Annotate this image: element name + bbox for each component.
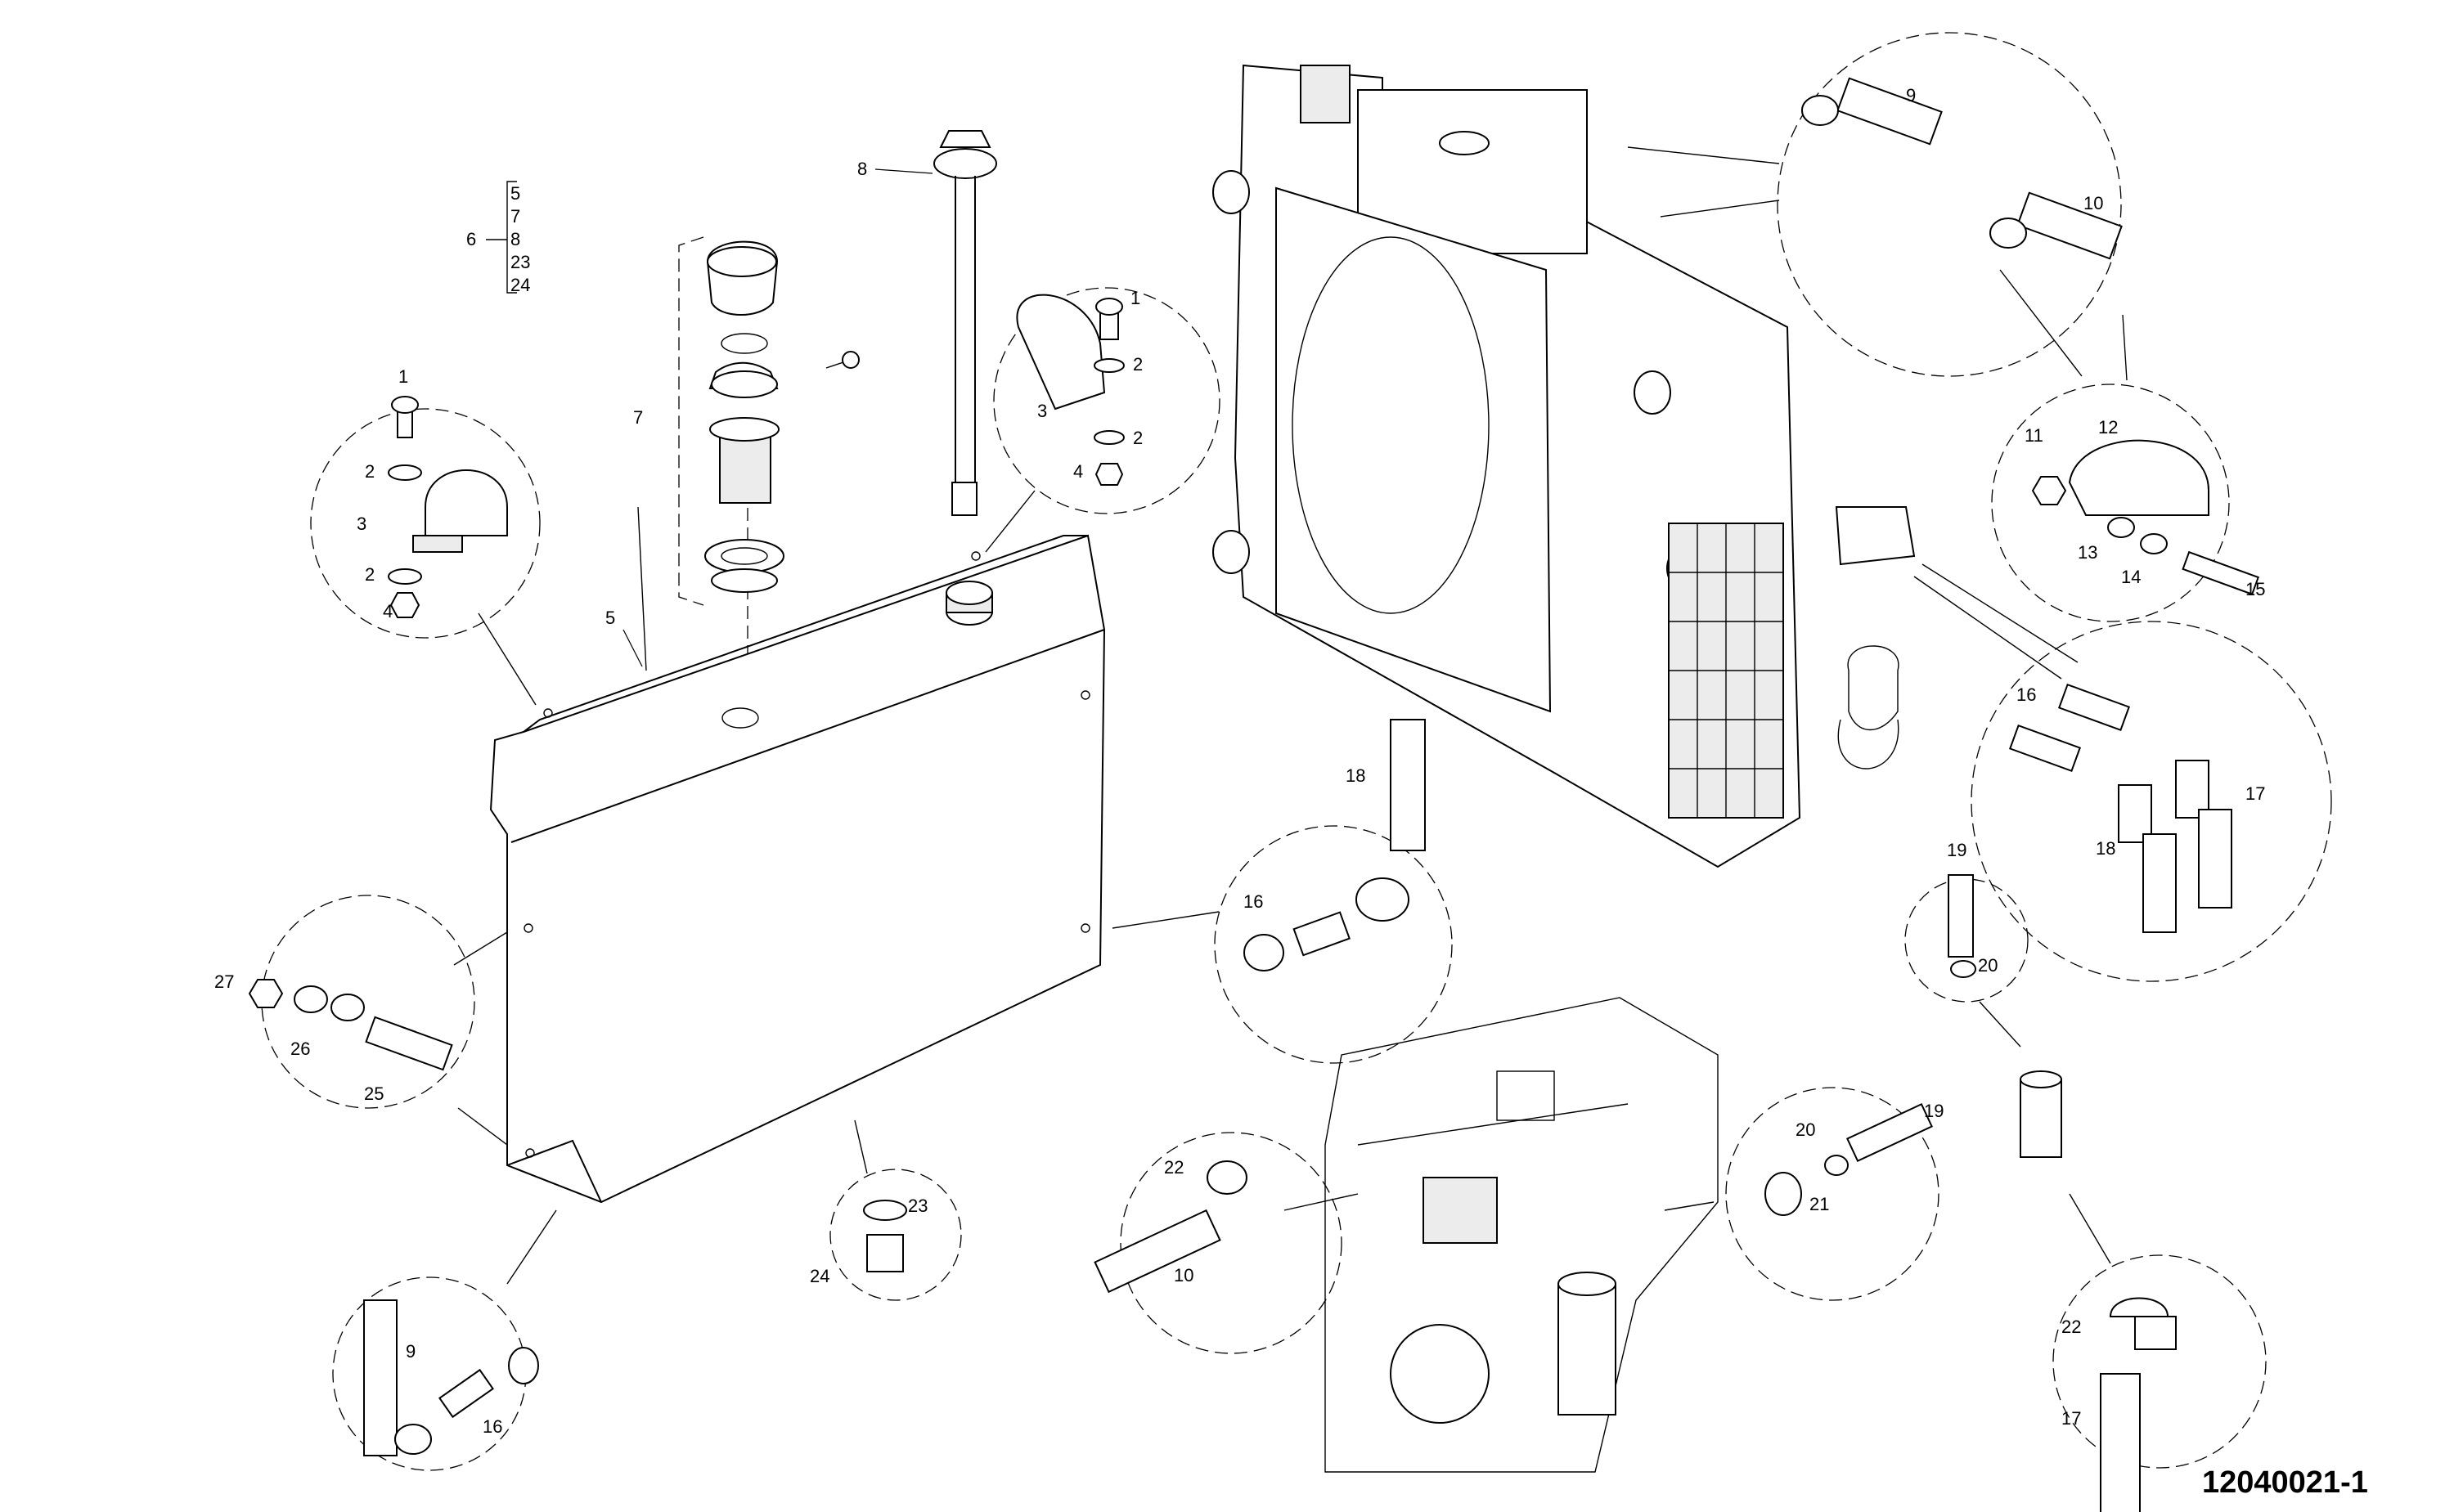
callout-19-top: 19 [1947,840,1966,860]
callout-10-top: 10 [2083,193,2103,213]
kit-member-5: 24 [510,275,530,295]
callout-4-left: 4 [383,601,393,621]
kit-member-1: 5 [510,183,520,204]
callout-10-mid: 10 [1174,1265,1193,1285]
fuel-sender-unit [933,130,997,516]
callout-21: 21 [1809,1194,1829,1214]
callout-3-left: 3 [357,514,366,534]
callout-3-clamp: 3 [1037,401,1047,421]
callout-2a-clamp: 2 [1133,354,1143,375]
callout-27: 27 [214,971,234,992]
callout-2a-left: 2 [365,461,375,482]
filler-cap-assembly [704,240,860,593]
callout-20-top: 20 [1978,955,1998,976]
connector-lines [453,146,2128,1285]
callout-19-mid: 19 [1924,1101,1944,1121]
engine-block [1324,997,1719,1473]
callout-1-left: 1 [398,366,408,387]
callout-15: 15 [2245,579,2265,599]
callout-23: 23 [908,1196,928,1216]
callout-2b-left: 2 [365,564,375,585]
left-clamp-detail [388,396,508,618]
kit-member-4: 23 [510,252,530,272]
callout-9-top: 9 [1906,85,1916,105]
fuel-tank [489,534,1106,1204]
callout-7: 7 [633,407,643,428]
fuel-filter-bowl [1835,506,1916,769]
callout-14: 14 [2121,567,2141,587]
callout-13: 13 [2078,542,2097,563]
kit-label: 6 [466,229,476,249]
callout-9-bottom: 9 [406,1341,416,1362]
hose-fittings [248,77,2259,1512]
callout-16-right: 16 [2016,684,2036,705]
callout-16-mid: 16 [1243,891,1263,912]
callout-26: 26 [290,1039,310,1059]
drawing-code: 12040021-1 [2202,1465,2368,1500]
callout-24: 24 [810,1266,829,1286]
callout-5: 5 [605,608,615,628]
callout-22-right: 22 [2061,1317,2081,1337]
callout-18-mid: 18 [1346,765,1365,786]
callout-18-right: 18 [2096,838,2115,859]
callout-17-bottom: 17 [2061,1408,2081,1429]
clamp-detail [1016,294,1125,486]
callout-8-top: 8 [857,159,867,179]
callout-20-mid: 20 [1796,1119,1815,1140]
callout-22-mid: 22 [1164,1157,1184,1178]
callout-17-right: 17 [2245,783,2265,804]
callout-11: 11 [2025,425,2043,446]
detail-circles [261,32,2332,1471]
radiator-assembly [1212,64,1801,868]
callout-16-bottom: 16 [483,1416,502,1437]
callout-4-clamp: 4 [1073,461,1083,482]
callout-2b-clamp: 2 [1133,428,1143,448]
kit-member-3: 8 [510,229,520,249]
callout-1-clamp: 1 [1130,288,1140,308]
callout-12: 12 [2098,417,2118,437]
callout-25: 25 [364,1084,384,1104]
kit-member-2: 7 [510,206,520,227]
radiator-core-grid [1669,523,1783,818]
kit-bracket: 6 5 7 8 23 24 [466,181,530,295]
callout-labels: 8 9 10 1 2 3 2 4 7 1 2 3 2 4 5 11 12 13 … [214,85,2265,1437]
